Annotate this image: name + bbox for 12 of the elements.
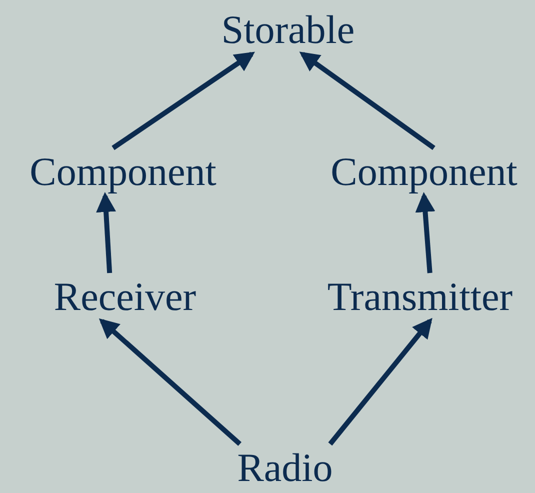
class-name: Component: [324, 148, 524, 196]
arrow: [299, 52, 436, 150]
arrow: [112, 52, 255, 150]
arrow: [415, 192, 436, 274]
class-name: Storable: [215, 6, 361, 54]
class-name: Transmitter: [321, 273, 519, 321]
class-name: Radio: [231, 444, 339, 492]
class-name: Component: [24, 148, 222, 196]
arrow: [96, 192, 116, 274]
class-name: Receiver: [48, 273, 202, 321]
arrow: [328, 318, 432, 446]
arrow: [98, 318, 242, 446]
